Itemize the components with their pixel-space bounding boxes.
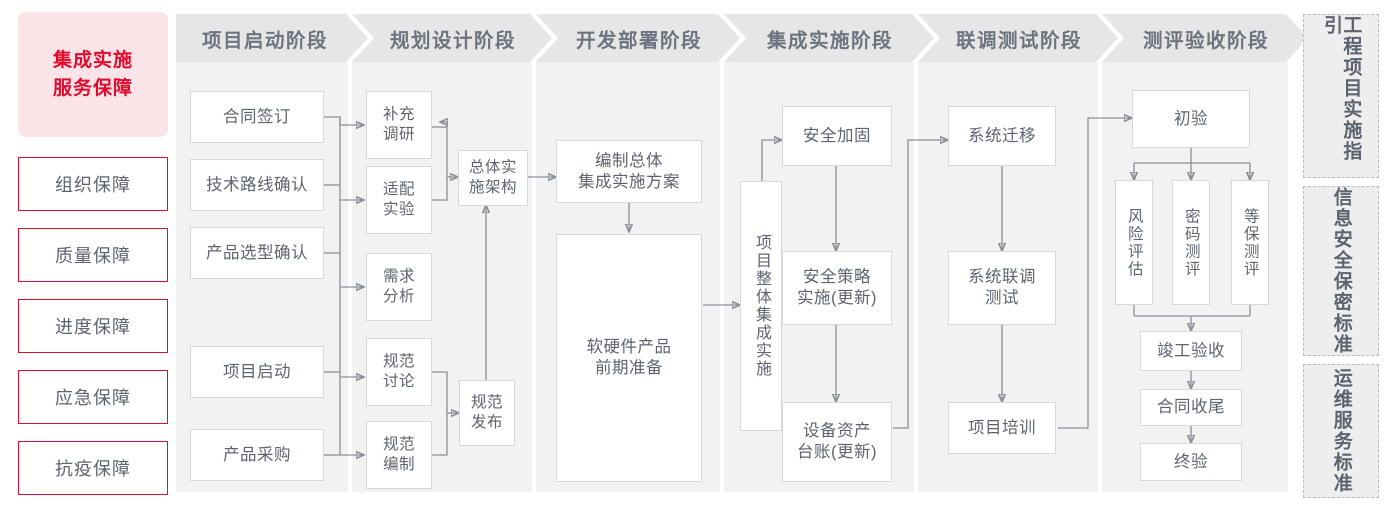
node-label-line2: 分析	[382, 288, 415, 305]
phase-title: 集成实施阶段	[766, 29, 893, 52]
node-label-line1: 规范	[470, 394, 503, 411]
node-project-kickoff[interactable]: 项目启动	[190, 346, 324, 398]
guarantee-item-label: 抗疫保障	[55, 459, 131, 479]
standard-label: 运维服务标准	[1330, 368, 1352, 494]
node-label-line2: 实验	[382, 201, 415, 218]
node-label-line2: 调研	[382, 126, 415, 143]
phase-header-2: 规划设计阶段	[352, 14, 552, 62]
node-label-line1: 需求	[382, 268, 415, 285]
node-product-procurement[interactable]: 产品采购	[190, 429, 324, 481]
node-label-line1: 安全策略	[803, 268, 871, 286]
node-label: 合同收尾	[1157, 398, 1225, 416]
node-draft-overall-integration-plan[interactable]: 编制总体 集成实施方案	[556, 140, 702, 203]
phase-header-5: 联调测试阶段	[918, 14, 1118, 62]
node-label-line1: 补充	[382, 106, 415, 123]
node-label: 技术路线确认	[206, 175, 308, 194]
node-label-line2: 讨论	[382, 373, 415, 390]
node-label: 项目启动	[223, 362, 291, 381]
phase-title: 联调测试阶段	[955, 29, 1082, 52]
node-label: 终验	[1174, 452, 1208, 471]
node-classified-protection-evaluation[interactable]: 等保测评	[1231, 180, 1269, 305]
guarantee-item-label: 组织保障	[55, 175, 131, 195]
node-hw-sw-product-preparation[interactable]: 软硬件产品 前期准备	[556, 234, 702, 482]
node-label: 系统迁移	[968, 126, 1036, 145]
node-equipment-asset-ledger[interactable]: 设备资产 台账(更新)	[782, 402, 892, 482]
guarantee-header-line1: 集成实施	[52, 49, 133, 71]
standard-label: 工程项目实施指引	[1321, 15, 1362, 162]
node-label-line1: 规范	[382, 353, 415, 370]
standard-information-security-confidentiality[interactable]: 信息安全保密标准	[1303, 186, 1379, 356]
node-completion-acceptance[interactable]: 竣工验收	[1140, 331, 1242, 371]
node-label: 产品采购	[223, 445, 291, 464]
node-overall-implementation-architecture[interactable]: 总体实 施架构	[458, 150, 528, 206]
node-overall-project-integration[interactable]: 项目整体集成实施	[740, 181, 782, 431]
guarantee-item-emergency[interactable]: 应急保障	[18, 370, 168, 424]
node-supplementary-research[interactable]: 补充 调研	[366, 91, 432, 159]
node-label: 等保测评	[1241, 207, 1259, 278]
node-security-hardening[interactable]: 安全加固	[782, 106, 892, 166]
guarantee-item-label: 应急保障	[55, 388, 131, 408]
guarantee-header-line2: 服务保障	[52, 77, 133, 99]
phase-title: 项目启动阶段	[201, 29, 328, 52]
node-label-line2: 发布	[470, 414, 503, 431]
node-contract-closeout[interactable]: 合同收尾	[1140, 389, 1242, 426]
node-label: 项目培训	[968, 418, 1036, 437]
guarantee-item-schedule[interactable]: 进度保障	[18, 299, 168, 353]
phase-header-6: 测评验收阶段	[1102, 14, 1308, 62]
node-label: 初验	[1174, 109, 1208, 128]
guarantee-header: 集成实施 服务保障	[18, 12, 168, 137]
node-system-joint-debug-test[interactable]: 系统联调 测试	[948, 251, 1056, 325]
node-preliminary-acceptance[interactable]: 初验	[1132, 90, 1250, 148]
guarantee-item-epidemic[interactable]: 抗疫保障	[18, 441, 168, 495]
node-label: 产品选型确认	[206, 243, 308, 262]
node-final-acceptance[interactable]: 终验	[1140, 443, 1242, 481]
guarantee-item-label: 进度保障	[55, 317, 131, 337]
node-product-selection-confirm[interactable]: 产品选型确认	[190, 227, 324, 279]
node-label: 合同签订	[223, 107, 291, 126]
node-label-line1: 软硬件产品	[586, 338, 672, 356]
node-label-line1: 总体实	[468, 159, 517, 176]
node-label-line2: 实施(更新)	[797, 289, 877, 307]
phase-header-3: 开发部署阶段	[536, 14, 740, 62]
node-label: 竣工验收	[1157, 341, 1225, 360]
node-spec-release[interactable]: 规范 发布	[459, 380, 515, 446]
standard-om-service[interactable]: 运维服务标准	[1303, 364, 1379, 498]
node-label-line2: 编制	[382, 456, 415, 473]
node-label-line1: 设备资产	[803, 422, 871, 440]
node-label-line2: 集成实施方案	[578, 172, 680, 191]
node-spec-discussion[interactable]: 规范 讨论	[366, 338, 432, 406]
node-label-line2: 台账(更新)	[797, 443, 877, 461]
node-label: 安全加固	[803, 126, 871, 145]
node-system-migration[interactable]: 系统迁移	[948, 106, 1056, 166]
node-label-line2: 施架构	[468, 179, 517, 196]
phase-header-4: 集成实施阶段	[724, 14, 934, 62]
node-label: 风险评估	[1125, 207, 1143, 278]
phase-title: 测评验收阶段	[1142, 29, 1269, 52]
guarantee-item-label: 质量保障	[55, 246, 131, 266]
node-label-line2: 前期准备	[595, 359, 663, 377]
node-label: 项目整体集成实施	[753, 234, 770, 378]
node-adaptation-experiment[interactable]: 适配 实验	[366, 166, 432, 234]
node-security-policy-implementation[interactable]: 安全策略 实施(更新)	[782, 251, 892, 325]
node-label-line1: 编制总体	[595, 151, 663, 170]
node-spec-drafting[interactable]: 规范 编制	[366, 421, 432, 489]
node-label-line1: 系统联调	[968, 268, 1036, 286]
phase-header-1: 项目启动阶段	[176, 14, 368, 62]
node-label: 密码测评	[1182, 207, 1200, 278]
node-risk-assessment[interactable]: 风险评估	[1115, 180, 1153, 305]
node-label-line1: 规范	[382, 436, 415, 453]
guarantee-item-organization[interactable]: 组织保障	[18, 157, 168, 211]
node-tech-route-confirm[interactable]: 技术路线确认	[190, 159, 324, 211]
node-contract-signing[interactable]: 合同签订	[190, 91, 324, 143]
node-label-line1: 适配	[382, 181, 415, 198]
phase-title: 开发部署阶段	[575, 29, 702, 52]
standard-label: 信息安全保密标准	[1330, 187, 1352, 355]
node-requirement-analysis[interactable]: 需求 分析	[366, 253, 432, 321]
node-label-line2: 测试	[985, 289, 1019, 307]
node-project-training[interactable]: 项目培训	[948, 402, 1056, 454]
phase-title: 规划设计阶段	[389, 29, 516, 52]
guarantee-item-quality[interactable]: 质量保障	[18, 228, 168, 282]
standard-engineering-project-guideline[interactable]: 工程项目实施指引	[1303, 14, 1379, 178]
node-cryptography-evaluation[interactable]: 密码测评	[1172, 180, 1210, 305]
